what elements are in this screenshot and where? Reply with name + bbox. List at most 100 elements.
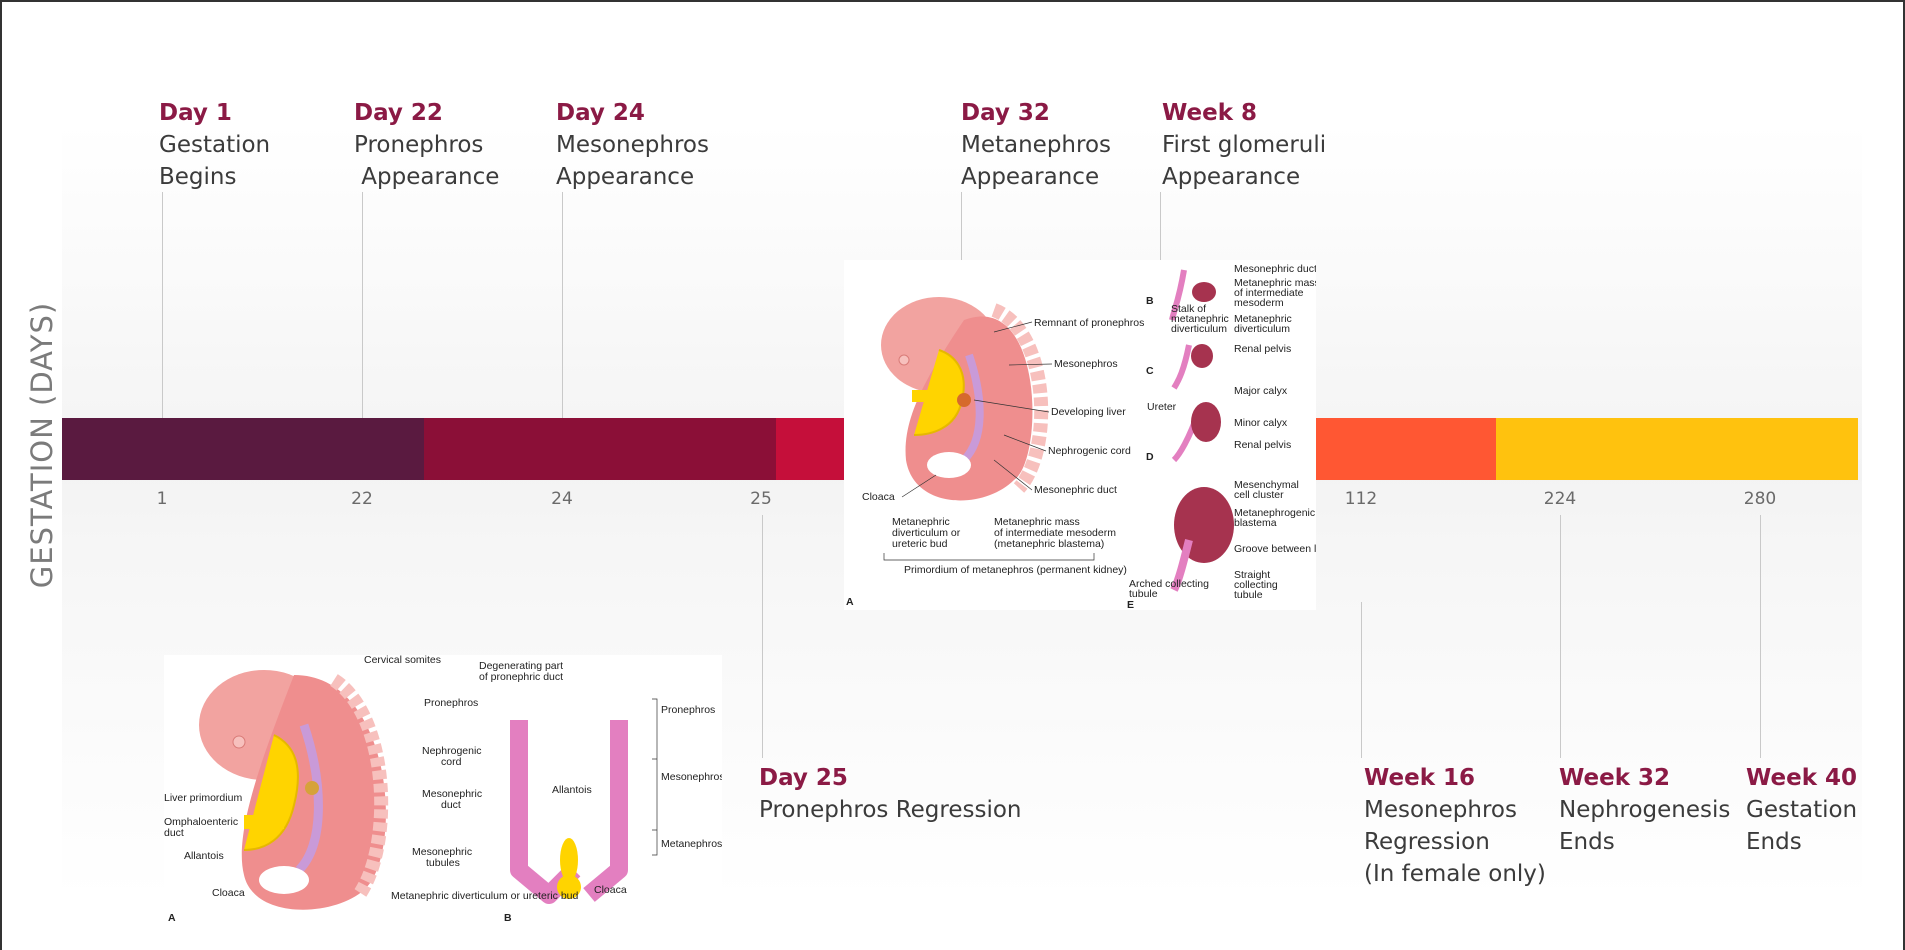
event-week-40: Week 40 Gestation Ends [1746,762,1857,858]
event-description: Ends [1746,826,1857,858]
tick-label: 112 [1321,489,1401,509]
tick-label: 1 [122,489,202,509]
panel-letter: A [168,912,176,924]
event-description: Gestation [159,129,270,161]
figure-label: Groove between lobes [1234,543,1316,555]
timeline-band-2 [424,418,776,480]
figure-label: Cloaca [594,884,627,896]
event-description: Pronephros Regression [759,794,1022,826]
event-description: (In female only) [1364,858,1546,890]
panel-letter: C [1146,365,1154,377]
event-week-32: Week 32 Nephrogenesis Ends [1559,762,1730,858]
leader-line [1760,515,1761,758]
event-day-22: Day 22 Pronephros Appearance [354,97,499,193]
embryo-figure [199,670,386,910]
event-title: Day 25 [759,762,1022,794]
event-description: Ends [1559,826,1730,858]
figure-label: cord [441,756,462,768]
panel-letter: B [504,912,512,924]
event-description: Appearance [556,161,709,193]
event-title: Day 22 [354,97,499,129]
figure-label: Remnant of pronephros [1034,317,1144,329]
metanephros-drawing: Remnant of pronephros Mesonephros Develo… [844,260,1316,610]
event-title: Day 32 [961,97,1111,129]
figure-label: tubules [426,857,460,869]
figure-label: Ureter [1147,401,1177,413]
figure-label: Pronephros [424,697,478,709]
leader-line [1361,602,1362,758]
event-day-25: Day 25 Pronephros Regression [759,762,1022,826]
ducts-figure [519,720,619,899]
event-title: Week 8 [1162,97,1326,129]
figure-label: Metanephric diverticulum or ureteric bud [391,890,578,902]
figure-label: duct [164,827,184,839]
event-week-16: Week 16 Mesonephros Regression (In femal… [1364,762,1546,890]
event-description: Gestation [1746,794,1857,826]
figure-label: tubule [1234,589,1263,601]
leader-line [1560,515,1561,758]
kidney-panels: Mesonephric duct Metanephric mass of int… [1127,263,1316,610]
event-description: Metanephros [961,129,1111,161]
figure-label: diverticulum [1234,323,1290,335]
event-title: Day 24 [556,97,709,129]
event-description: Mesonephros [556,129,709,161]
leader-line [1160,192,1161,262]
figure-label: Cervical somites [364,655,441,666]
figure-label: Mesonephric duct [1034,484,1117,496]
figure-label: cell cluster [1234,489,1284,501]
tick-label: 25 [721,489,801,509]
figure-label: Mesonephros [1054,358,1118,370]
figure-label: Metanephros [661,838,722,850]
leader-line [162,192,163,418]
panel-letter: B [1146,295,1154,307]
figure-label: Minor calyx [1234,417,1288,429]
event-description: Appearance [354,161,499,193]
event-day-32: Day 32 Metanephros Appearance [961,97,1111,193]
timeline-band-1 [62,418,424,480]
metanephros-illustration: Remnant of pronephros Mesonephros Develo… [844,260,1316,610]
event-day-24: Day 24 Mesonephros Appearance [556,97,709,193]
figure-label: Mesonephric duct [1234,263,1316,275]
figure-label: Primordium of metanephros (permanent kid… [904,564,1127,576]
figure-label: blastema [1234,517,1277,529]
axis-label: GESTATION (DAYS) [25,302,59,588]
figure-label: Mesonephros [661,771,722,783]
event-day-1: Day 1 Gestation Begins [159,97,270,193]
event-description: Appearance [961,161,1111,193]
panel-letter: D [1146,451,1154,463]
figure-label: mesoderm [1234,297,1284,309]
event-title: Week 40 [1746,762,1857,794]
pronephros-drawing: Cervical somites Pronephros Nephrogenic … [164,655,722,927]
tick-label: 24 [522,489,602,509]
tick-label: 22 [322,489,402,509]
event-description: Appearance [1162,161,1326,193]
tick-label: 224 [1520,489,1600,509]
figure-label: duct [441,799,461,811]
figure-label: diverticulum [1171,323,1227,335]
figure-label: Cloaca [212,887,245,899]
event-description: Nephrogenesis [1559,794,1730,826]
figure-label: of pronephric duct [479,671,563,683]
event-description: Pronephros [354,129,499,161]
event-title: Day 1 [159,97,270,129]
figure-label: Developing liver [1051,406,1126,418]
event-description: First glomeruli [1162,129,1326,161]
figure-label: Renal pelvis [1234,343,1291,355]
leader-line [961,192,962,262]
figure-label: Allantois [184,850,224,862]
figure-label: Allantois [552,784,592,796]
figure-label: Major calyx [1234,385,1288,397]
embryo-figure [881,297,1041,500]
figure-label: Liver primordium [164,792,242,804]
pronephros-illustration: Cervical somites Pronephros Nephrogenic … [164,655,722,927]
event-week-8: Week 8 First glomeruli Appearance [1162,97,1326,193]
figure-label: Nephrogenic cord [1048,445,1131,457]
event-description: Begins [159,161,270,193]
figure-label: Cloaca [862,491,895,503]
tick-label: 280 [1720,489,1800,509]
panel-letter: E [1127,599,1134,610]
figure-label: ureteric bud [892,538,948,550]
figure-label: (metanephric blastema) [994,538,1104,550]
leader-line [362,192,363,418]
